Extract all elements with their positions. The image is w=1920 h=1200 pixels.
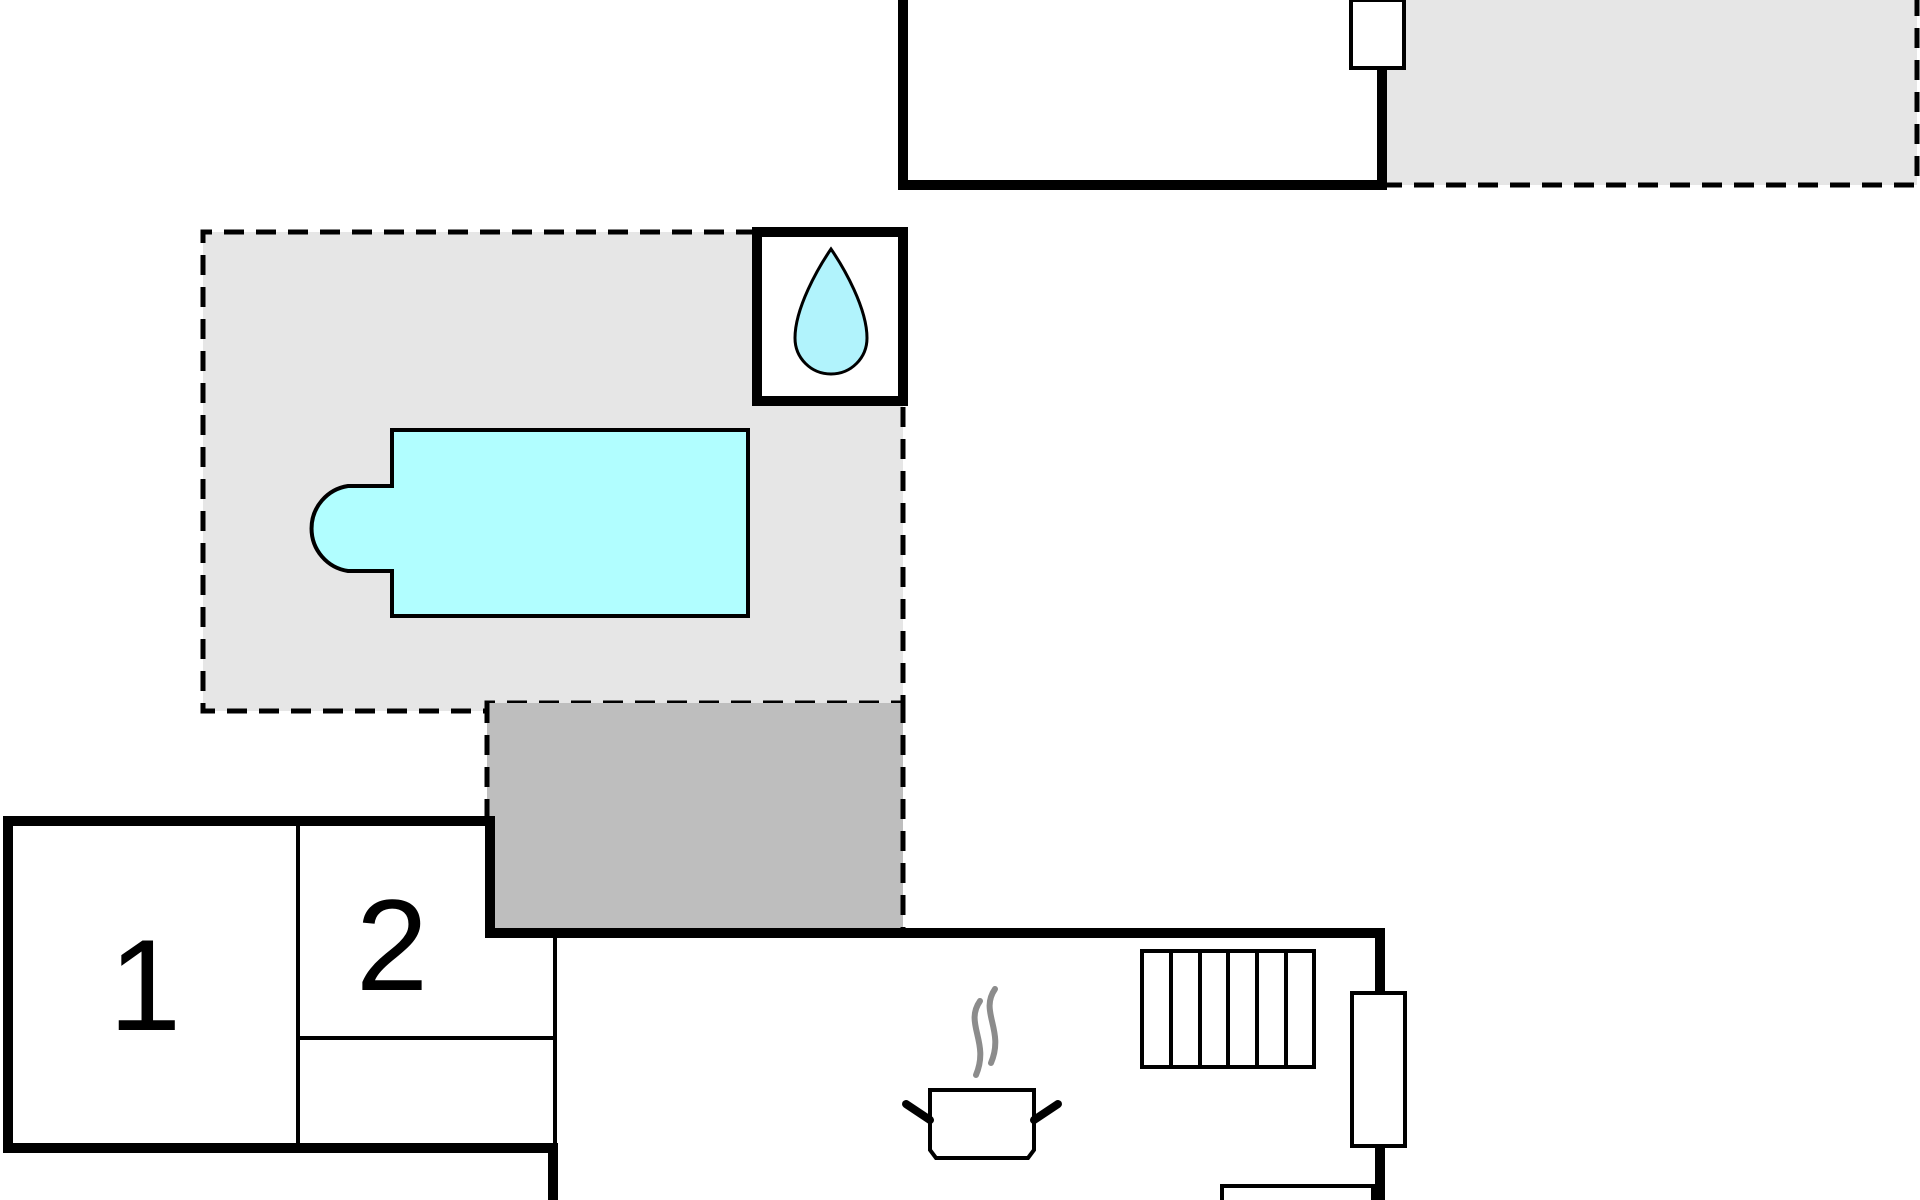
swimming-pool-icon xyxy=(309,428,750,618)
room-2-label: 2 xyxy=(356,872,428,1018)
water-drop-icon xyxy=(793,246,869,376)
terrace-top-right xyxy=(1382,0,1920,188)
covered-terrace xyxy=(484,703,906,933)
window-top xyxy=(1349,0,1406,70)
room-1-label: 1 xyxy=(109,912,181,1058)
water-drop-box xyxy=(752,227,908,406)
window-bottom xyxy=(1220,1184,1375,1200)
building-bottom xyxy=(3,816,1407,1200)
window-right xyxy=(1350,991,1407,1148)
cooking-pot-icon xyxy=(902,986,1062,1160)
radiator-icon xyxy=(1140,949,1316,1069)
building-top xyxy=(898,0,1406,190)
